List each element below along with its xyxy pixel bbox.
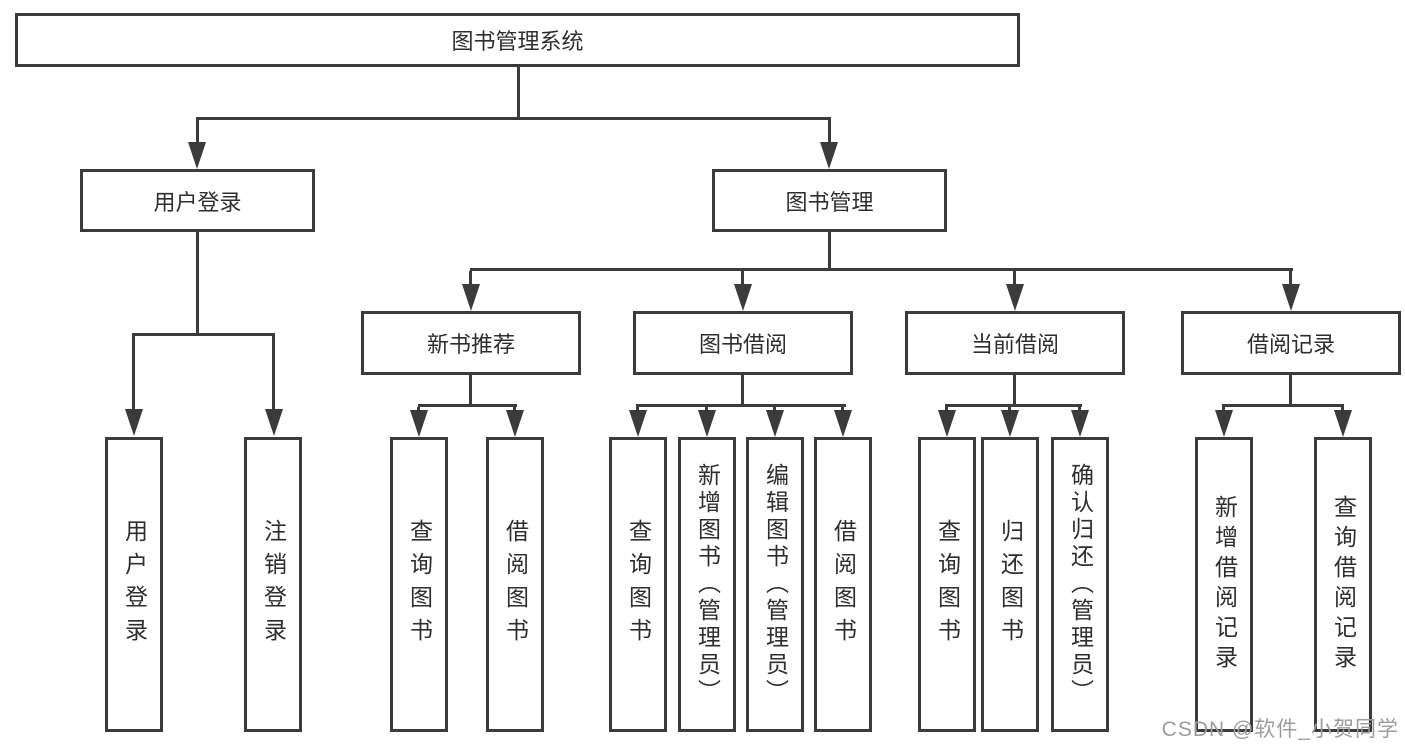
connector-line	[828, 118, 831, 144]
node-user-login-action: 用户登录	[105, 437, 163, 732]
node-edit-books-admin: 编辑图书（管理员）	[746, 437, 804, 732]
node-confirm-return-admin: 确认归还（管理员）	[1051, 437, 1109, 732]
connector-line	[828, 232, 831, 270]
arrow-down-icon	[938, 410, 956, 437]
node-query-books-current: 查询图书	[918, 437, 976, 732]
node-label: 编辑图书（管理员）	[762, 463, 789, 706]
node-add-books-admin: 新增图书（管理员）	[678, 437, 736, 732]
node-user-login: 用户登录	[80, 169, 315, 232]
node-query-borrow-record: 查询借阅记录	[1314, 437, 1372, 732]
node-label: 确认归还（管理员）	[1067, 463, 1094, 706]
connector-line	[132, 333, 275, 336]
node-book-borrow: 图书借阅	[633, 311, 853, 375]
arrow-down-icon	[506, 410, 524, 437]
node-borrow-books-recommend: 借阅图书	[486, 437, 544, 732]
connector-line	[469, 375, 472, 406]
node-label: 当前借阅	[970, 332, 1059, 357]
connector-line	[1289, 271, 1292, 287]
arrow-down-icon	[188, 142, 206, 169]
node-label: 查询图书	[934, 518, 961, 651]
node-label: 新增借阅记录	[1211, 494, 1238, 675]
node-current-borrow: 当前借阅	[905, 311, 1125, 375]
connector-line	[1222, 404, 1344, 407]
node-new-book-recommend: 新书推荐	[361, 311, 581, 375]
node-label: 借阅记录	[1246, 332, 1335, 357]
arrow-down-icon	[698, 410, 716, 437]
arrow-down-icon	[629, 410, 647, 437]
connector-line	[945, 404, 1082, 407]
node-book-management-system: 图书管理系统	[15, 13, 1020, 67]
arrow-down-icon	[410, 410, 428, 437]
node-label: 注销登录	[260, 518, 287, 651]
node-borrow-records: 借阅记录	[1181, 311, 1401, 375]
connector-line	[418, 404, 517, 407]
connector-line	[196, 118, 199, 144]
node-return-books: 归还图书	[981, 437, 1039, 732]
connector-line	[470, 268, 1293, 271]
node-add-borrow-record: 新增借阅记录	[1195, 437, 1253, 732]
arrow-down-icon	[125, 409, 143, 436]
connector-line	[741, 375, 744, 406]
node-label: 图书借阅	[698, 332, 787, 357]
connector-line	[469, 271, 472, 287]
node-label: 新增图书（管理员）	[694, 463, 721, 706]
arrow-down-icon	[834, 410, 852, 437]
arrow-down-icon	[766, 410, 784, 437]
arrow-down-icon	[734, 284, 752, 311]
connector-line	[517, 67, 520, 118]
node-label: 图书管理系统	[451, 29, 584, 54]
arrow-down-icon	[1071, 410, 1089, 437]
connector-line	[636, 404, 846, 407]
connector-line	[741, 271, 744, 287]
arrow-down-icon	[1334, 410, 1352, 437]
connector-line	[1013, 375, 1016, 406]
node-borrow-books-action: 借阅图书	[814, 437, 872, 732]
node-label: 用户登录	[121, 518, 148, 651]
node-logout-action: 注销登录	[244, 437, 302, 732]
connector-line	[132, 336, 135, 410]
arrow-down-icon	[265, 409, 283, 436]
connector-line	[1289, 375, 1292, 406]
arrow-down-icon	[1215, 410, 1233, 437]
node-label: 图书管理	[785, 189, 874, 215]
arrow-down-icon	[820, 142, 838, 169]
arrow-down-icon	[1282, 284, 1300, 311]
node-label: 新书推荐	[426, 332, 515, 357]
node-label: 借阅图书	[502, 518, 529, 651]
node-query-books-borrow: 查询图书	[609, 437, 667, 732]
node-label: 归还图书	[997, 518, 1024, 651]
node-query-books-recommend: 查询图书	[390, 437, 448, 732]
node-label: 查询图书	[406, 518, 433, 651]
arrow-down-icon	[462, 284, 480, 311]
node-label: 借阅图书	[830, 518, 857, 651]
csdn-watermark: CSDN @软件_小贺同学	[1161, 718, 1399, 741]
arrow-down-icon	[1001, 410, 1019, 437]
connector-line	[1013, 271, 1016, 287]
node-book-management: 图书管理	[712, 169, 947, 232]
node-label: 查询图书	[625, 518, 652, 651]
connector-line	[272, 336, 275, 410]
connector-line	[196, 232, 199, 335]
node-label: 用户登录	[153, 189, 242, 215]
arrow-down-icon	[1006, 284, 1024, 311]
node-label: 查询借阅记录	[1330, 494, 1357, 675]
connector-line	[196, 117, 831, 120]
